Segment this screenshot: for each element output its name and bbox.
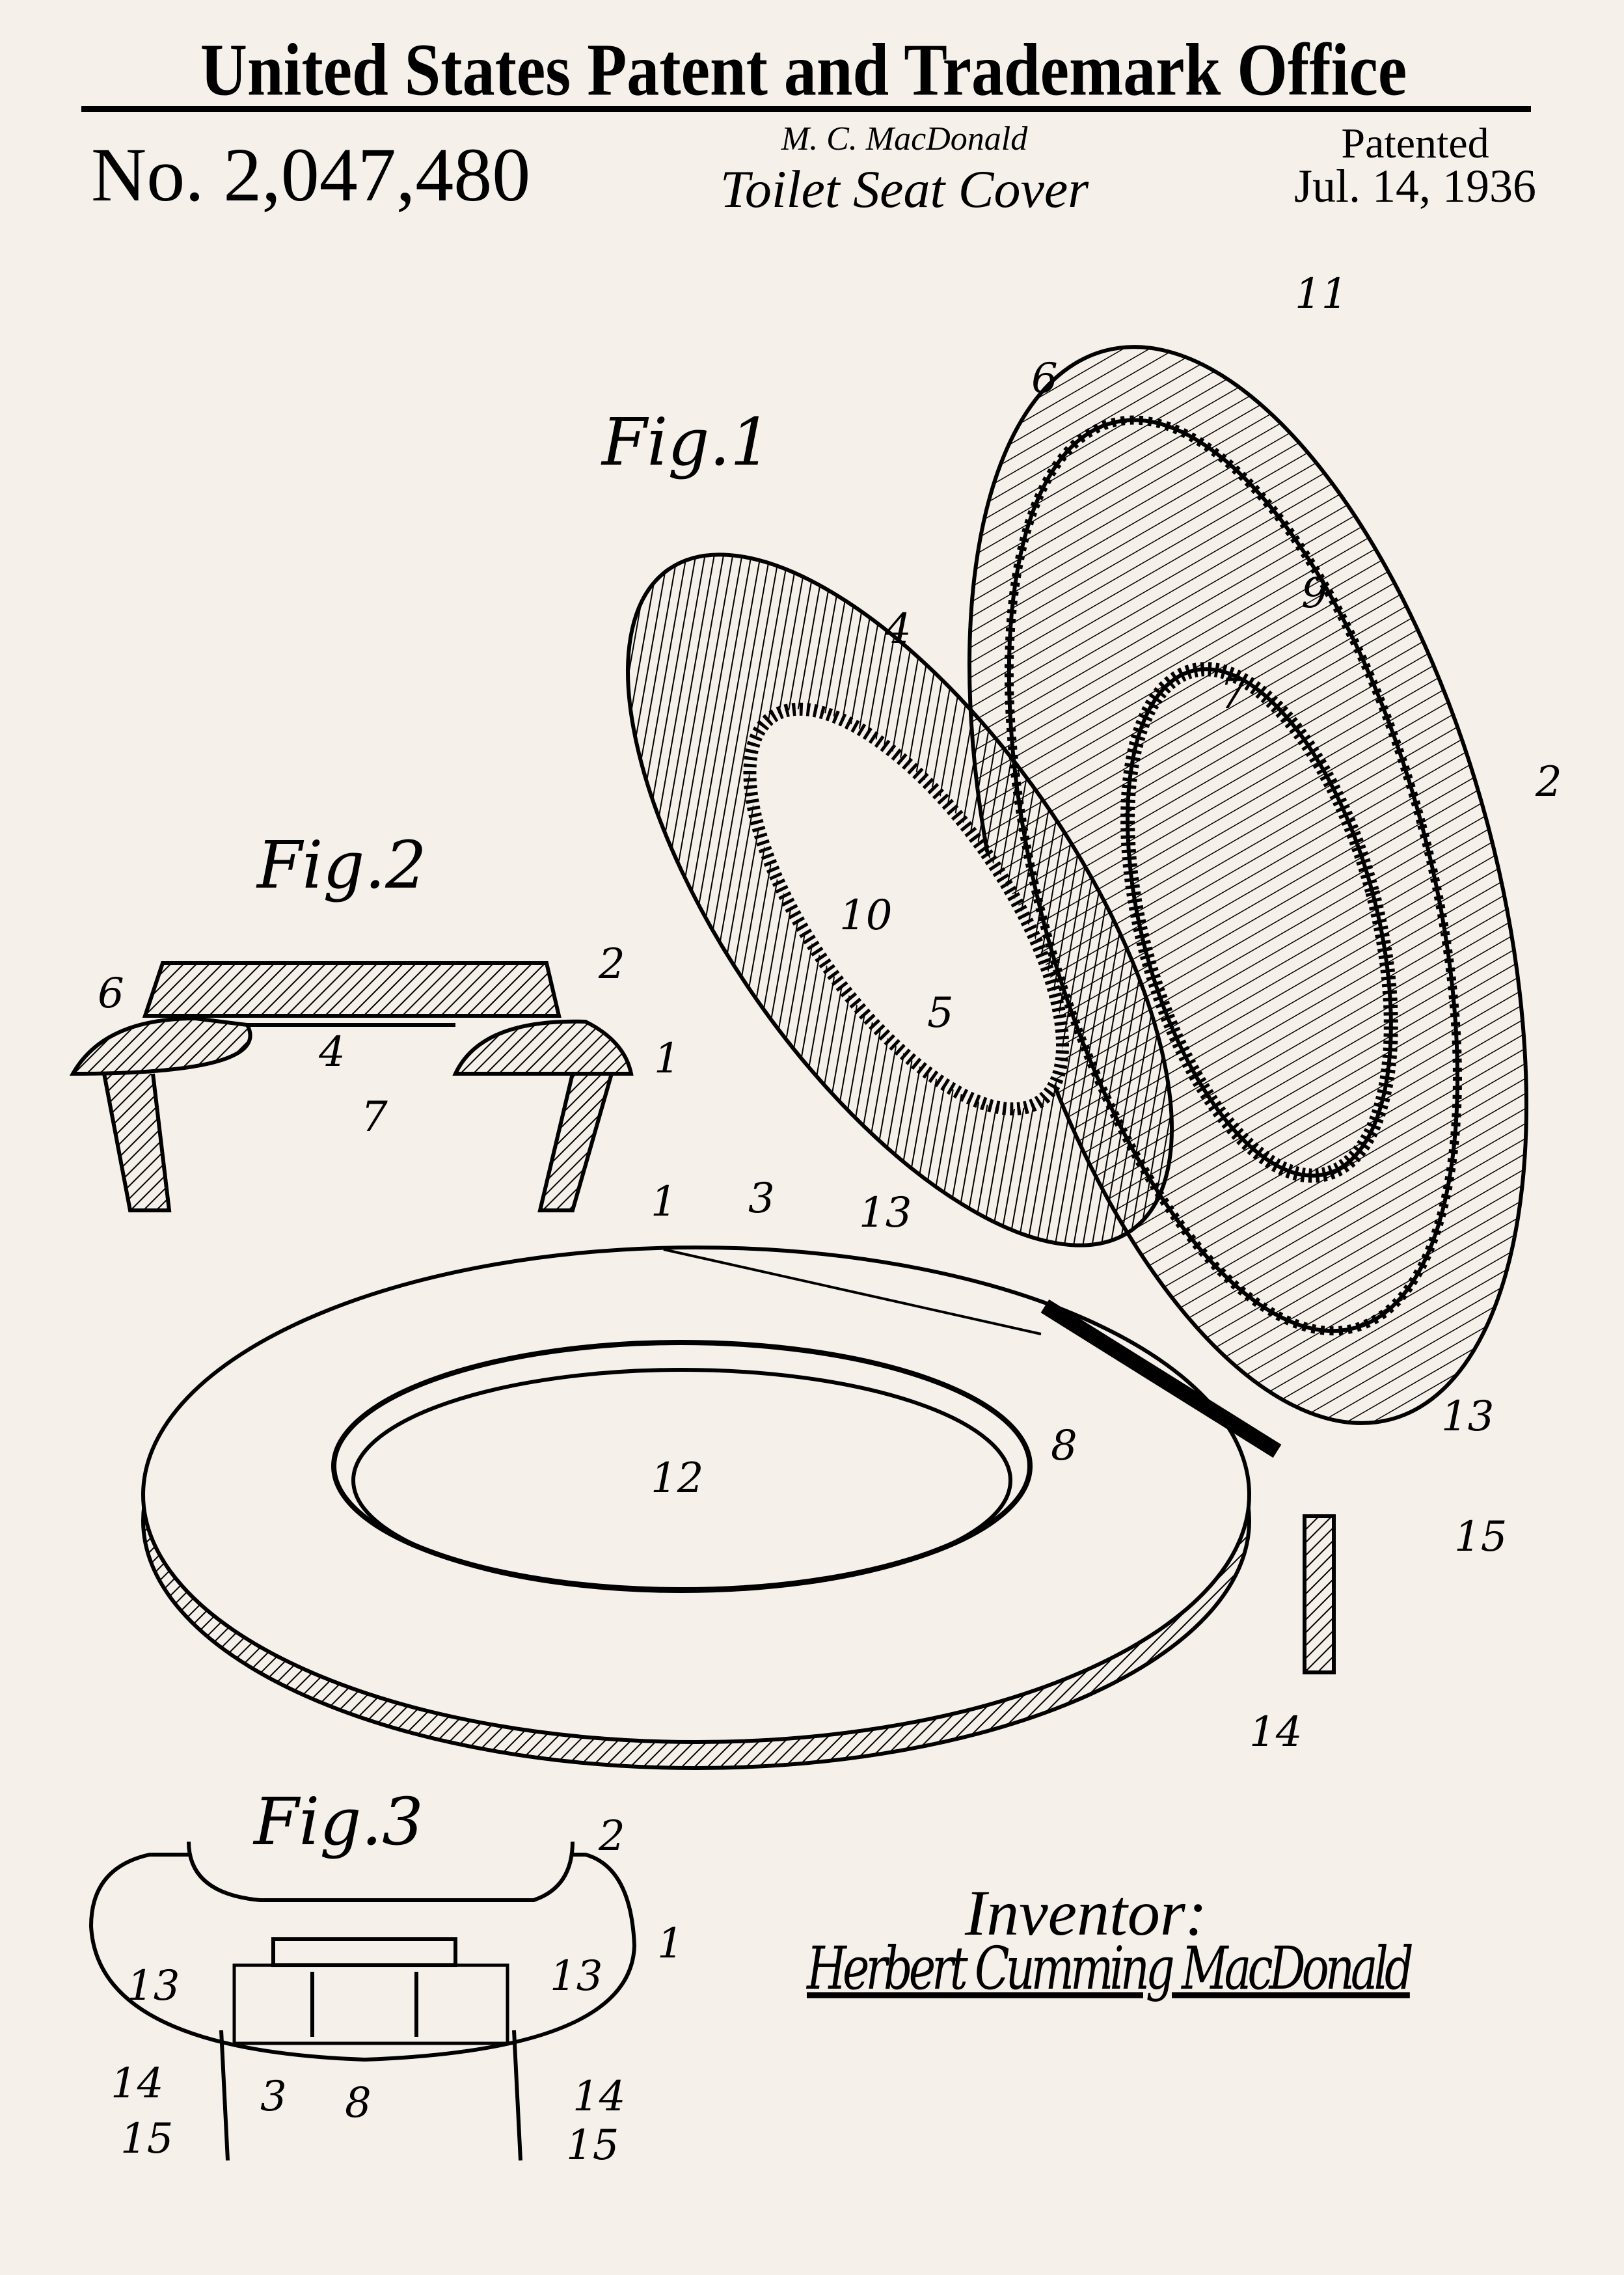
ref-numeral: 6 — [98, 970, 124, 1018]
ref-numeral: 3 — [748, 1175, 775, 1223]
ref-numeral: 8 — [1051, 1422, 1077, 1470]
ref-numeral: 7 — [361, 1093, 388, 1141]
fig3-label: Fig.3 — [254, 1784, 424, 1860]
fig3-rear-view — [88, 1841, 637, 2161]
fig2-section — [69, 961, 634, 1212]
fig2-label: Fig.2 — [257, 827, 427, 903]
ref-numeral: 14 — [1249, 1708, 1303, 1756]
fig1-seat — [141, 1246, 1336, 1770]
ref-numeral: 2 — [599, 940, 625, 988]
ref-numeral: 10 — [839, 892, 893, 940]
patent-number: No. 2,047,480 — [91, 132, 531, 217]
ref-numeral: 3 — [260, 2073, 287, 2121]
ref-numeral: 5 — [927, 989, 954, 1037]
ref-numeral: 7 — [1220, 670, 1247, 718]
inventor-signature: Herbert Cumming MacDonald — [807, 1933, 1414, 2004]
ref-numeral: 13 — [127, 1962, 180, 2010]
ref-numeral: 14 — [573, 2073, 626, 2121]
ref-numeral: 2 — [1536, 758, 1562, 806]
ref-numeral: 2 — [599, 1812, 625, 1860]
ref-numeral: 12 — [651, 1454, 704, 1503]
ref-numeral: 14 — [111, 2060, 164, 2108]
ref-numeral: 13 — [859, 1189, 912, 1237]
fig1-label: Fig.1 — [602, 404, 772, 480]
office-title: United States Patent and Trademark Offic… — [200, 28, 1407, 111]
ref-numeral: 8 — [345, 2079, 372, 2127]
patent-date: Jul. 14, 1936 — [1293, 160, 1537, 212]
inventor-label: Inventor: — [965, 1877, 1208, 1949]
ref-numeral: 15 — [120, 2115, 174, 2163]
patent-title: Toilet Seat Cover — [720, 159, 1089, 219]
ref-numeral: 4 — [319, 1028, 345, 1076]
patented-label: Patented — [1341, 120, 1489, 167]
ref-numeral: 1 — [654, 1035, 681, 1083]
ref-numeral: 1 — [651, 1178, 677, 1226]
ref-numeral: 6 — [1031, 355, 1058, 403]
ref-numeral: 1 — [657, 1920, 684, 1968]
ref-numeral: 11 — [1295, 270, 1348, 318]
ref-numeral: 15 — [1454, 1513, 1508, 1561]
inventor-name: M. C. MacDonald — [781, 120, 1028, 157]
ref-numeral: 13 — [550, 1952, 603, 2000]
ref-numeral: 9 — [1301, 569, 1328, 618]
fig1-seat-cover — [626, 552, 1174, 1247]
ref-numeral: 15 — [566, 2121, 619, 2170]
ref-numeral: 13 — [1441, 1393, 1495, 1441]
ref-numeral: 4 — [885, 605, 912, 653]
title-rule — [81, 106, 1531, 112]
